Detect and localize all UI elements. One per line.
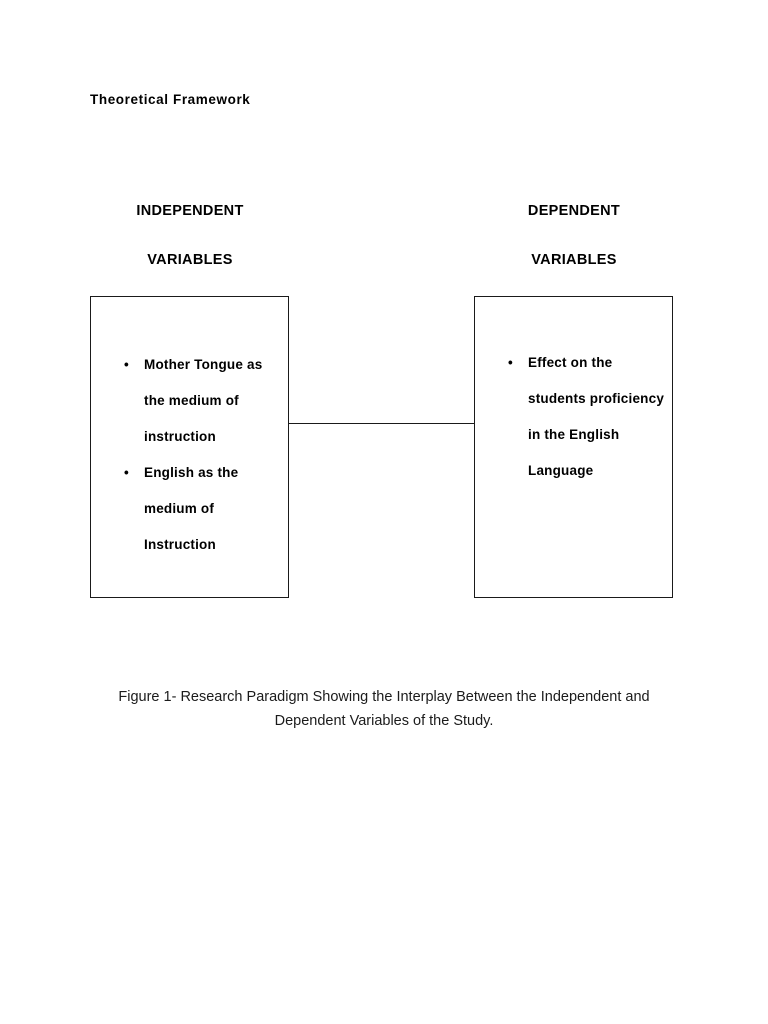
dependent-variables-header: DEPENDENT VARIABLES [474, 187, 674, 285]
bullet-icon: • [508, 355, 513, 370]
bullet-icon: • [124, 357, 129, 372]
connector-line [289, 423, 475, 424]
page-title: Theoretical Framework [90, 92, 251, 107]
independent-variables-header: INDEPENDENT VARIABLES [90, 187, 290, 285]
list-item: • English as the medium of Instruction [124, 455, 284, 563]
list-item-label: English as the medium of Instruction [144, 465, 239, 552]
list-item-label: Effect on the students proficiency in th… [528, 355, 665, 478]
dependent-variables-list: • Effect on the students proficiency in … [508, 345, 666, 489]
dependent-variables-header-line1: DEPENDENT [527, 203, 621, 219]
dependent-variables-header-line2: VARIABLES [531, 252, 617, 268]
list-item: • Mother Tongue as the medium of instruc… [124, 347, 284, 455]
figure-caption-line2: Dependent Variables of the Study. [274, 713, 494, 729]
bullet-icon: • [124, 465, 129, 480]
list-item: • Effect on the students proficiency in … [508, 345, 666, 489]
independent-variables-list: • Mother Tongue as the medium of instruc… [124, 347, 284, 563]
independent-variables-header-line1: INDEPENDENT [136, 203, 244, 219]
independent-variables-header-line2: VARIABLES [147, 252, 233, 268]
independent-variables-box: • Mother Tongue as the medium of instruc… [90, 296, 289, 598]
figure-caption-line1: Figure 1- Research Paradigm Showing the … [118, 689, 650, 705]
dependent-variables-box: • Effect on the students proficiency in … [474, 296, 673, 598]
list-item-label: Mother Tongue as the medium of instructi… [144, 357, 263, 444]
figure-caption: Figure 1- Research Paradigm Showing the … [84, 685, 684, 733]
